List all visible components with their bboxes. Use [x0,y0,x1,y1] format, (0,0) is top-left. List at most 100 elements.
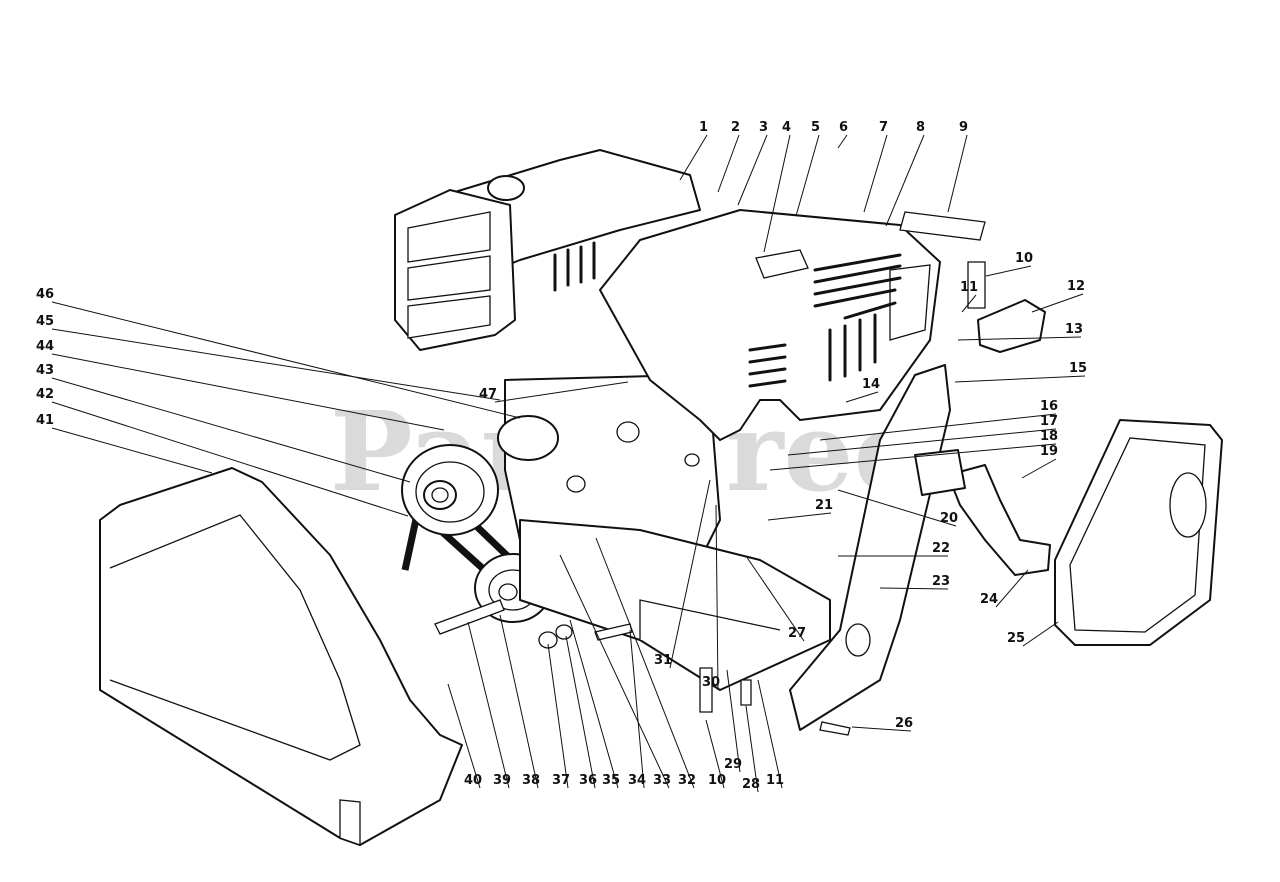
leader-line-41 [51,427,213,474]
leader-line-46 [51,301,521,419]
leader-line-23 [879,587,949,590]
callout-30: 30 [702,675,720,690]
leader-lines [51,134,1086,793]
leader-line-24 [995,569,1029,608]
housing-vents [553,241,902,388]
callout-13: 13 [1065,322,1083,337]
leader-line-27 [745,555,805,642]
callout-12: 12 [1067,279,1085,294]
leader-line-3 [737,134,768,206]
leader-line-11 [757,679,783,789]
leader-line-45 [51,328,501,401]
callout-46: 46 [36,287,54,302]
callout-22: 22 [932,541,950,556]
air-cleaner [394,189,516,351]
leader-line-13 [957,336,1082,341]
callout-6: 6 [839,120,848,135]
callout-29: 29 [724,757,742,772]
leader-line-18 [769,443,1057,471]
leader-line-16 [819,413,1057,441]
callout-19: 19 [1040,444,1058,459]
callout-38: 38 [522,773,540,788]
leader-line-47 [494,381,629,403]
callout-14: 14 [862,377,880,392]
leader-line-33 [559,554,670,789]
callout-4: 4 [782,120,791,135]
decal-label [899,211,986,241]
leader-line-9 [947,134,968,213]
leader-line-17 [787,428,1057,456]
leader-line-2 [717,134,740,193]
leader-line-30 [715,504,719,691]
callout-28: 28 [742,777,760,792]
callout-26: 26 [895,716,913,731]
leader-line-10 [985,265,1032,277]
callout-16: 16 [1040,399,1058,414]
callout-32: 32 [678,773,696,788]
exhaust-pipe [914,449,1051,576]
callout-34: 34 [628,773,646,788]
blower-housing [599,209,941,441]
leader-line-1 [679,134,708,181]
callout-3: 3 [759,120,768,135]
callout-7: 7 [879,120,888,135]
leader-line-32 [595,537,695,789]
leader-line-44 [51,353,445,431]
callout-21: 21 [815,498,833,513]
callout-9: 9 [959,120,968,135]
side-bracket [789,364,951,731]
callout-10: 10 [708,773,726,788]
bolts [434,599,851,736]
leader-line-14 [845,391,879,403]
leader-line-25 [1022,621,1059,647]
callout-35: 35 [602,773,620,788]
callout-42: 42 [36,387,54,402]
leader-line-31 [669,479,711,669]
callout-11: 11 [960,280,978,295]
leader-line-6 [837,134,848,149]
leader-line-36 [565,635,596,789]
callout-40: 40 [464,773,482,788]
leader-line-20 [837,489,957,527]
leader-line-5 [795,134,820,217]
callout-20: 20 [940,511,958,526]
callout-37: 37 [552,773,570,788]
callout-2: 2 [731,120,740,135]
callout-17: 17 [1040,414,1058,429]
muffler [1054,419,1223,646]
leader-line-11 [961,294,977,313]
leader-line-29 [726,669,741,773]
callout-1: 1 [699,120,708,135]
engine-pulley [401,444,499,536]
leader-line-10 [705,719,725,789]
leader-line-26 [851,726,912,732]
callout-36: 36 [579,773,597,788]
leader-line-28 [745,705,759,793]
callout-11: 11 [766,773,784,788]
leader-line-39 [467,621,510,789]
leader-line-8 [885,134,925,227]
callout-41: 41 [36,413,54,428]
callout-10: 10 [1015,251,1033,266]
leader-line-40 [447,683,481,789]
leader-line-21 [767,512,832,521]
callout-39: 39 [493,773,511,788]
callout-47: 47 [479,387,497,402]
callout-15: 15 [1069,361,1087,376]
leader-line-34 [629,629,645,789]
engine-base-plate [519,519,831,691]
leader-line-4 [763,134,791,253]
callout-23: 23 [932,574,950,589]
leader-line-38 [499,614,539,789]
leader-line-43 [51,377,411,483]
callout-43: 43 [36,363,54,378]
callout-44: 44 [36,339,54,354]
callout-25: 25 [1007,631,1025,646]
leader-line-12 [1031,293,1084,313]
leader-line-15 [954,375,1086,383]
callout-31: 31 [654,653,672,668]
callout-33: 33 [653,773,671,788]
leader-line-7 [863,134,888,213]
